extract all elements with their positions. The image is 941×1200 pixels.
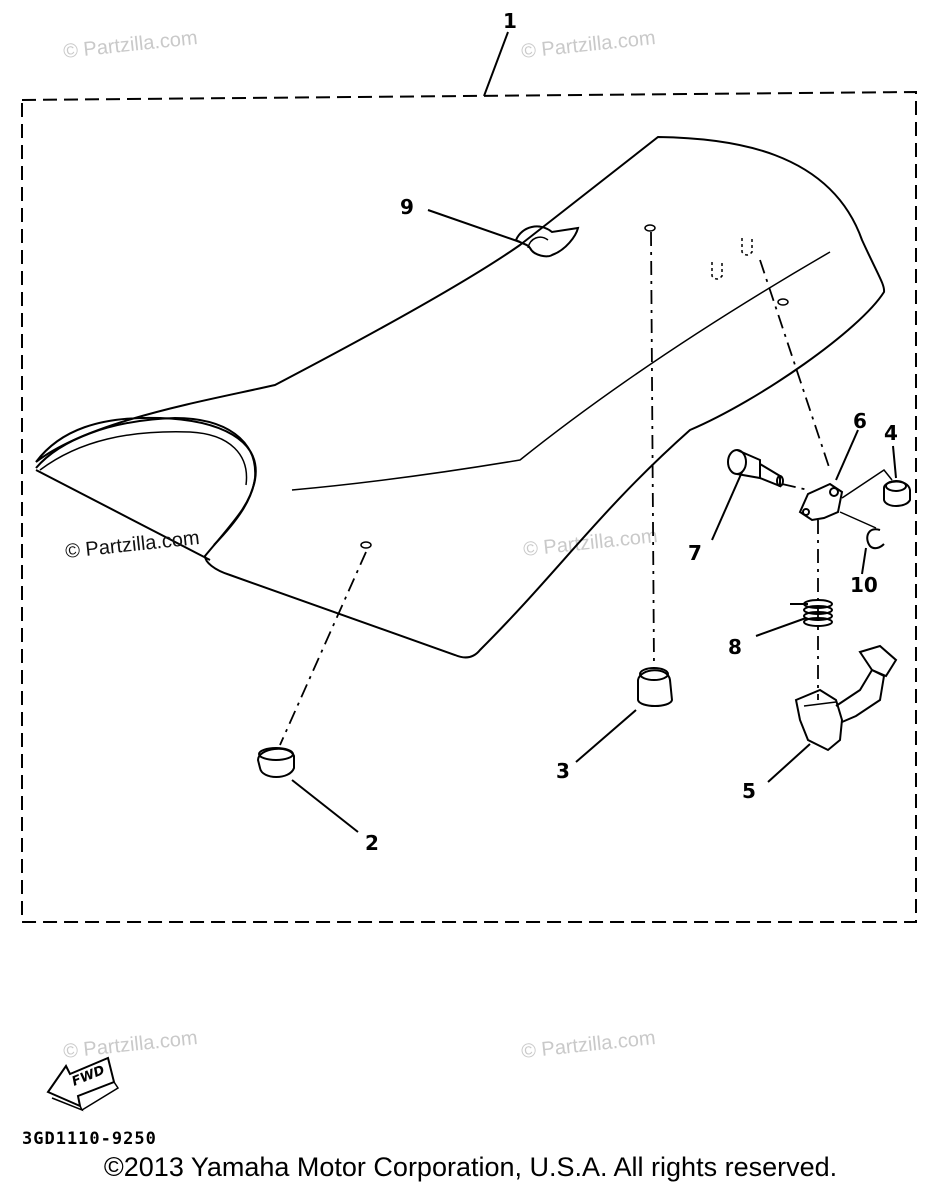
leader-line-1: [483, 31, 509, 97]
leader-line-9: [427, 209, 521, 243]
seat-body: [35, 135, 886, 659]
part-4-nut: [883, 480, 911, 507]
part-9-strap-hook: [514, 225, 580, 258]
part-10-clip: [866, 528, 885, 550]
leader-line-7: [711, 471, 743, 541]
watermark: © Partzilla.com: [62, 27, 198, 63]
callout-1: 1: [503, 9, 517, 33]
callout-4: 4: [884, 421, 898, 445]
copyright-notice: ©2013 Yamaha Motor Corporation, U.S.A. A…: [103, 1152, 838, 1182]
diagram-part-code: 3GD1110-9250: [22, 1129, 157, 1149]
leader-line-2: [291, 779, 359, 833]
mount-hole: [360, 541, 372, 549]
fwd-arrow-icon: FWD: [46, 1056, 120, 1112]
leader-line-4: [892, 445, 897, 479]
phantom-line-2: [279, 551, 367, 746]
part-5-latch-lever: [794, 644, 898, 752]
phantom-line-7: [781, 483, 809, 491]
leader-line-6: [835, 429, 859, 481]
callout-7: 7: [688, 541, 702, 565]
callout-3: 3: [556, 759, 570, 783]
phantom-line-3: [650, 231, 655, 669]
part-3-damper: [637, 667, 674, 707]
callout-9: 9: [400, 195, 414, 219]
callout-10: 10: [850, 573, 878, 597]
mount-hole: [644, 224, 656, 232]
part-6-bracket: [798, 482, 844, 522]
callout-5: 5: [742, 779, 756, 803]
watermark: © Partzilla.com: [64, 527, 200, 563]
leader-line-3: [575, 709, 637, 763]
watermark: © Partzilla.com: [520, 27, 656, 63]
kit-boundary-box: [21, 90, 917, 923]
mount-hole: [777, 298, 789, 306]
watermark: © Partzilla.com: [62, 1027, 198, 1063]
leader-line-8: [755, 617, 807, 637]
callout-8: 8: [728, 635, 742, 659]
phantom-line-latch: [759, 259, 831, 471]
watermark: © Partzilla.com: [520, 1027, 656, 1063]
leader-line-5: [767, 743, 811, 783]
callout-2: 2: [365, 831, 379, 855]
part-8-spring: [790, 599, 833, 627]
part-2-damper: [256, 747, 295, 778]
part-7-bolt: [727, 449, 784, 488]
callout-6: 6: [853, 409, 867, 433]
leader-line-10: [861, 547, 867, 575]
